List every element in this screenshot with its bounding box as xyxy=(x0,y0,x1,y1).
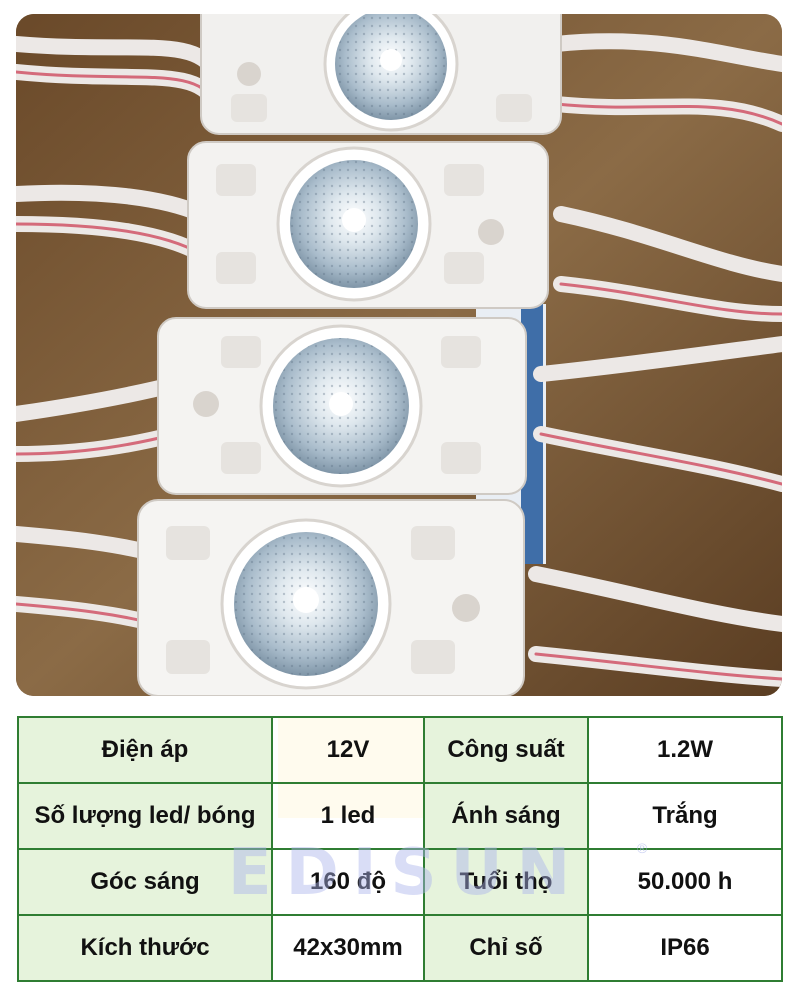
registered-mark: ® xyxy=(637,840,648,856)
led-module-2 xyxy=(187,141,549,309)
spec-value: 50.000 h xyxy=(587,848,783,916)
led-modules-illustration xyxy=(16,14,782,696)
table-row: Điện áp 12V Công suất 1.2W xyxy=(17,716,783,784)
spec-value: 42x30mm xyxy=(271,914,425,982)
spec-label: Tuổi thọ xyxy=(423,848,589,916)
spec-label: Điện áp xyxy=(17,716,273,784)
spec-label: Công suất xyxy=(423,716,589,784)
table-row: Kích thước 42x30mm Chỉ số IP66 xyxy=(17,914,783,982)
table-row: Số lượng led/ bóng 1 led Ánh sáng Trắng xyxy=(17,782,783,850)
led-module-3 xyxy=(157,317,527,495)
spec-value: 1.2W xyxy=(587,716,783,784)
spec-table: Điện áp 12V Công suất 1.2W Số lượng led/… xyxy=(17,716,783,982)
product-photo xyxy=(16,14,782,696)
led-module-4 xyxy=(137,499,525,696)
spec-label: Chỉ số xyxy=(423,914,589,982)
spec-label: Ánh sáng xyxy=(423,782,589,850)
spec-label: Kích thước xyxy=(17,914,273,982)
spec-label: Số lượng led/ bóng xyxy=(17,782,273,850)
table-row: Góc sáng 160 độ Tuổi thọ 50.000 h xyxy=(17,848,783,916)
led-module-1 xyxy=(200,14,562,135)
spec-value: 160 độ xyxy=(271,848,425,916)
spec-value: 12V xyxy=(271,716,425,784)
spec-value: 1 led xyxy=(271,782,425,850)
spec-value: Trắng xyxy=(587,782,783,850)
spec-value: IP66 xyxy=(587,914,783,982)
spec-label: Góc sáng xyxy=(17,848,273,916)
